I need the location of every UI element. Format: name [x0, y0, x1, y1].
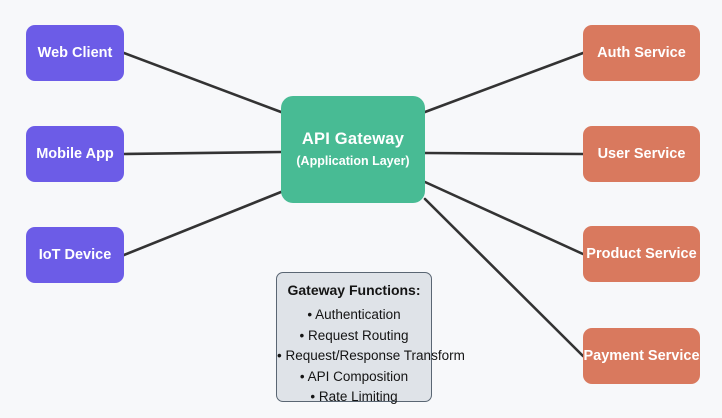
- edge-gateway-to-product-service: [423, 180, 585, 256]
- node-label: IoT Device: [38, 246, 112, 263]
- node-api-gateway[interactable]: API Gateway (Application Layer): [281, 96, 425, 203]
- list-item: • API Composition: [299, 368, 409, 384]
- node-user-service[interactable]: User Service: [583, 126, 700, 182]
- edge-gateway-to-payment-service: [423, 197, 585, 358]
- list-item: • Request/Response Transform: [277, 348, 465, 364]
- gateway-title: API Gateway: [301, 130, 405, 149]
- node-mobile-app[interactable]: Mobile App: [26, 126, 124, 182]
- edge-iot-device-to-gateway: [122, 190, 283, 257]
- node-label: Auth Service: [597, 44, 686, 61]
- list-item: • Rate Limiting: [310, 389, 398, 405]
- list-item: • Request Routing: [299, 327, 409, 343]
- edge-gateway-to-user-service: [423, 151, 585, 156]
- gateway-functions-title: Gateway Functions:: [287, 282, 421, 298]
- gateway-functions-panel: Gateway Functions: • Authentication • Re…: [276, 272, 465, 404]
- node-label: Web Client: [37, 44, 113, 61]
- list-item: • Authentication: [307, 307, 401, 322]
- node-label: User Service: [597, 145, 686, 162]
- node-web-client[interactable]: Web Client: [26, 25, 124, 81]
- node-label: Product Service: [586, 245, 697, 262]
- gateway-functions-list: • Authentication • Request Routing • Req…: [277, 305, 465, 408]
- gateway-subtitle: (Application Layer): [296, 154, 410, 169]
- node-iot-device[interactable]: IoT Device: [26, 227, 124, 283]
- edge-web-client-to-gateway: [122, 51, 283, 114]
- node-product-service[interactable]: Product Service: [583, 226, 700, 282]
- node-label: Payment Service: [583, 347, 700, 364]
- edge-mobile-app-to-gateway: [122, 150, 283, 156]
- node-payment-service[interactable]: Payment Service: [583, 328, 700, 384]
- node-label: Mobile App: [36, 145, 114, 162]
- node-auth-service[interactable]: Auth Service: [583, 25, 700, 81]
- edge-gateway-to-auth-service: [423, 51, 585, 114]
